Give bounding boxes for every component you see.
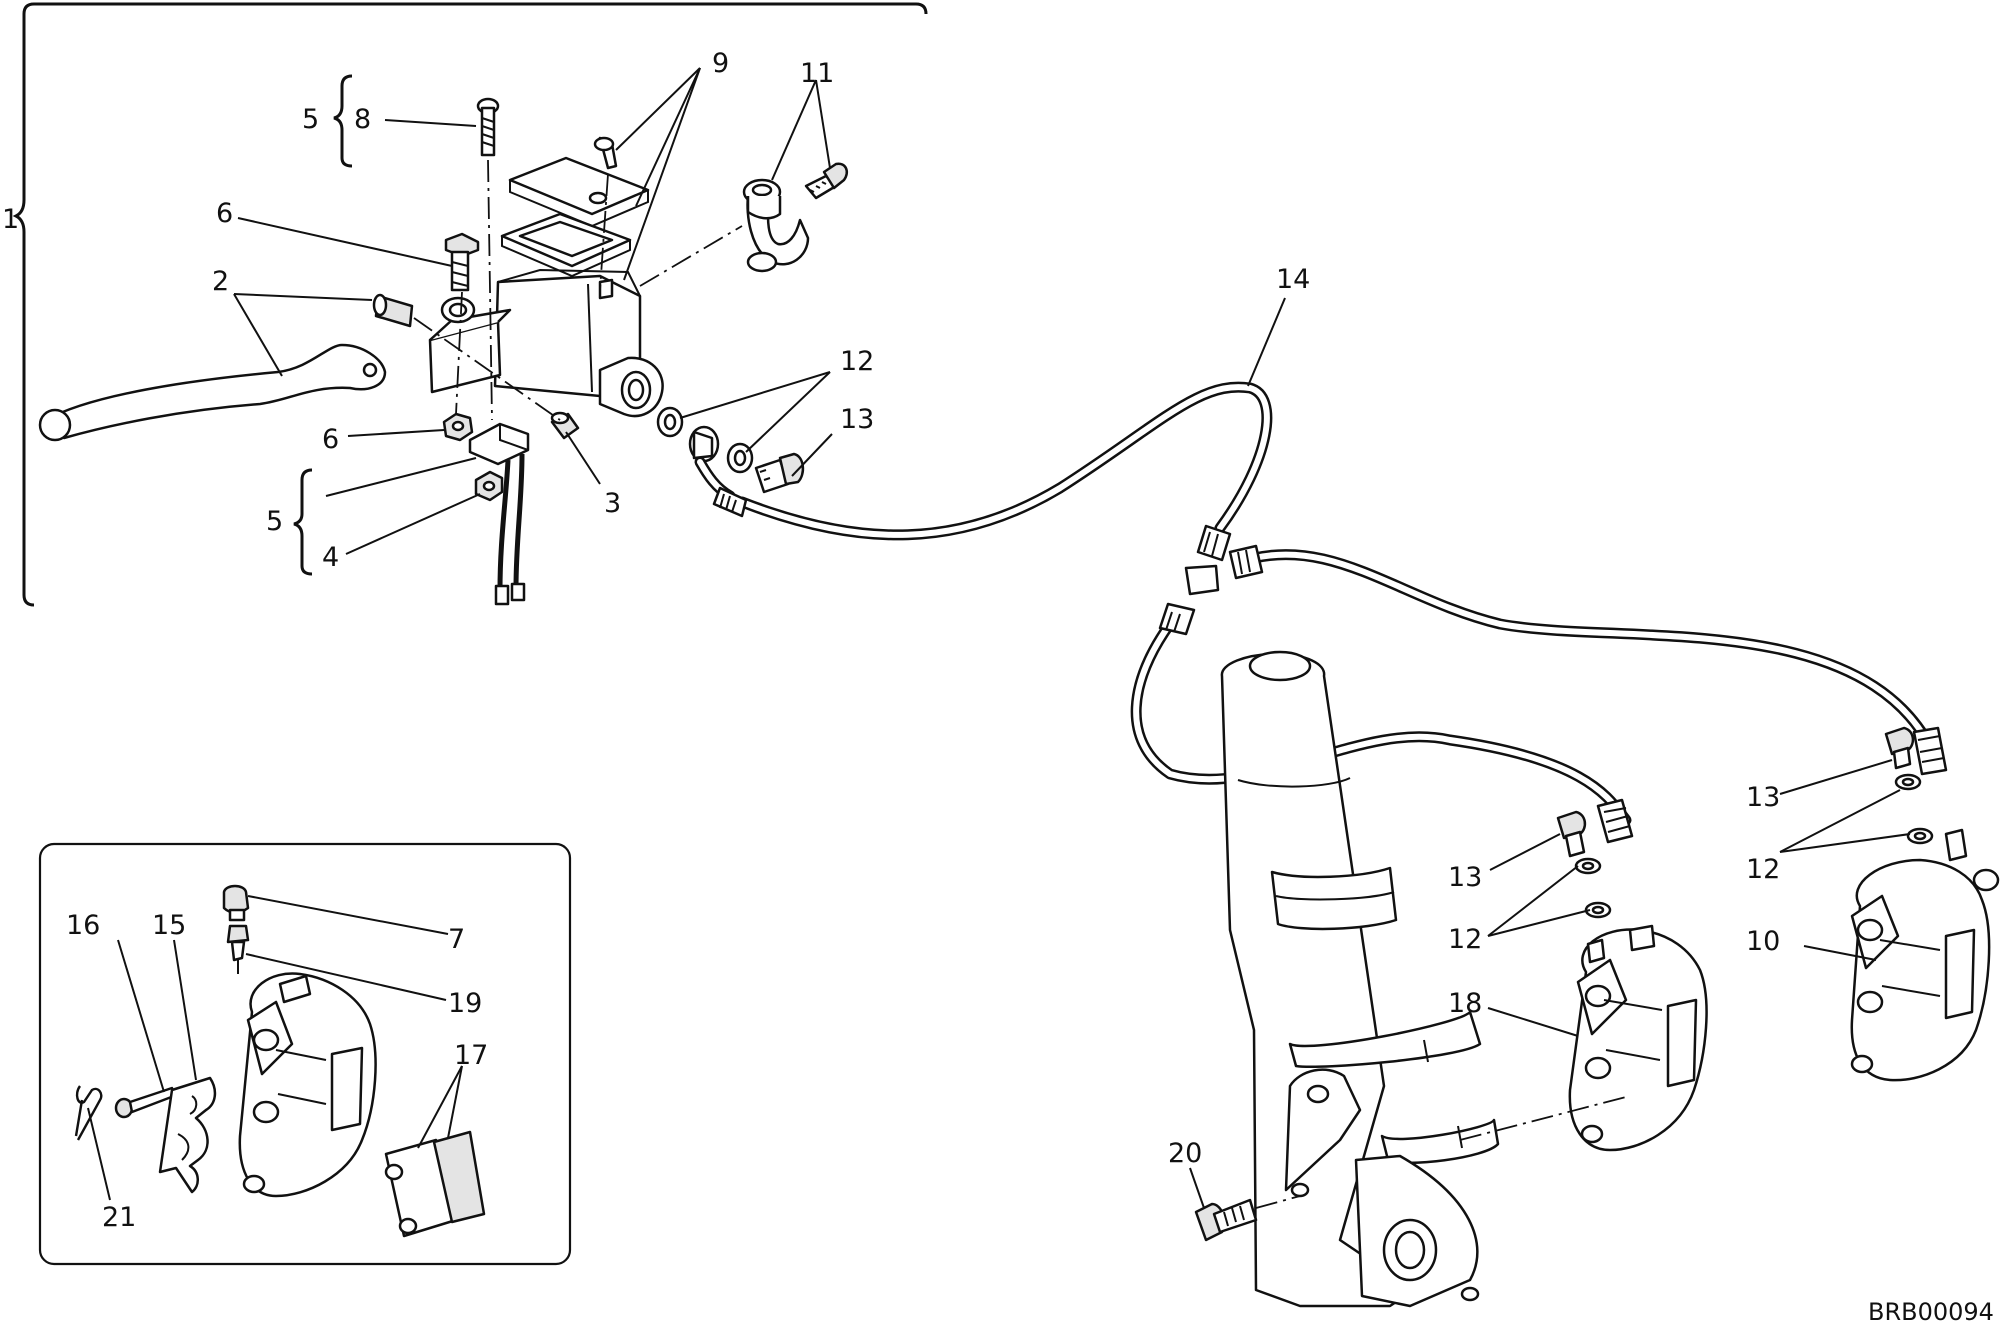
callout-21: 21	[102, 1202, 136, 1233]
callout-9: 9	[712, 48, 729, 79]
callout-19: 19	[448, 988, 482, 1019]
pivot-nut	[442, 412, 474, 442]
callout-4: 4	[322, 542, 339, 573]
hose-junction	[1158, 524, 1264, 636]
brace-5-lower	[293, 468, 313, 576]
brake-hose-right-branch	[1234, 549, 1936, 752]
callout-15: 15	[152, 910, 186, 941]
callout-12-right: 12	[1746, 854, 1780, 885]
brake-caliper-right-10	[1850, 828, 2000, 1082]
inset-brake-pads-17	[384, 1130, 486, 1238]
inset-bleed-cap-7	[222, 884, 250, 922]
cover-screws	[593, 136, 618, 300]
inset-pad-spring-15	[158, 1076, 217, 1194]
callout-labels: 1 2 3 4 5 5 6 6 7 8 9 10 11 12 12 12 13 …	[2, 48, 1780, 1233]
callout-14: 14	[1276, 264, 1310, 295]
master-banjo-bolt	[754, 452, 805, 494]
inset-bleed-valve-19	[226, 924, 250, 974]
inset-pad-pin-16	[114, 1086, 176, 1119]
lever-pivot-bushing	[372, 293, 414, 328]
inset-r-clip-21	[74, 1085, 103, 1141]
brace-5-upper	[333, 74, 353, 168]
callout-12-left: 12	[1448, 924, 1482, 955]
callout-11: 11	[800, 58, 834, 89]
callout-20: 20	[1168, 1138, 1202, 1169]
hose-fitting-left-caliper	[1596, 798, 1634, 844]
callout-8: 8	[354, 104, 371, 135]
callout-12-master: 12	[840, 346, 874, 377]
switch-nut-4	[474, 470, 504, 502]
callout-17: 17	[454, 1040, 488, 1071]
callout-6-lower: 6	[322, 424, 339, 455]
assembly-1-brace	[12, 2, 928, 607]
master-banjo-fitting	[688, 425, 720, 463]
callout-6-upper: 6	[216, 198, 233, 229]
drawing-code: BRB00094	[1868, 1298, 1994, 1326]
callout-5-lower: 5	[266, 506, 283, 537]
callout-3: 3	[604, 488, 621, 519]
callout-18: 18	[1448, 988, 1482, 1019]
caliper-banjo-bolt-left	[1556, 810, 1587, 858]
caliper-washers-right	[1894, 773, 1934, 845]
callout-1: 1	[2, 204, 19, 235]
callout-10: 10	[1746, 926, 1780, 957]
callout-16: 16	[66, 910, 100, 941]
callout-13-master: 13	[840, 404, 874, 435]
reservoir-gasket	[500, 212, 632, 278]
callout-13-right: 13	[1746, 782, 1780, 813]
inset-caliper	[238, 972, 377, 1198]
inset-caliper-detail	[38, 842, 572, 1266]
caliper-banjo-bolt-right	[1884, 726, 1915, 770]
callout-5-upper: 5	[302, 104, 319, 135]
hose-fitting-master	[712, 486, 748, 518]
callout-2: 2	[212, 266, 229, 297]
lever-pivot-screw	[444, 232, 480, 292]
brake-lever	[38, 343, 387, 442]
hose-fitting-right-caliper	[1912, 726, 1948, 776]
caliper-washers-left	[1574, 857, 1612, 919]
master-cylinder	[428, 268, 664, 418]
caliper-bolt-20	[1194, 1198, 1258, 1242]
clamp-screw	[804, 162, 848, 200]
callout-13-left: 13	[1448, 862, 1482, 893]
master-washers	[656, 406, 754, 474]
brake-hose-left-branch	[1130, 618, 1632, 826]
brake-caliper-left-18	[1568, 924, 1708, 1152]
leader-lines	[87, 67, 1911, 1209]
stop-light-switch	[468, 422, 530, 606]
callout-7: 7	[448, 924, 465, 955]
reservoir-cover	[508, 156, 650, 228]
assembly-axis-lines	[413, 159, 1631, 1209]
fork-leg	[1220, 650, 1500, 1308]
push-rod-pin-3	[550, 411, 580, 440]
switch-screw-8	[476, 97, 500, 157]
handlebar-clamp	[742, 178, 810, 273]
